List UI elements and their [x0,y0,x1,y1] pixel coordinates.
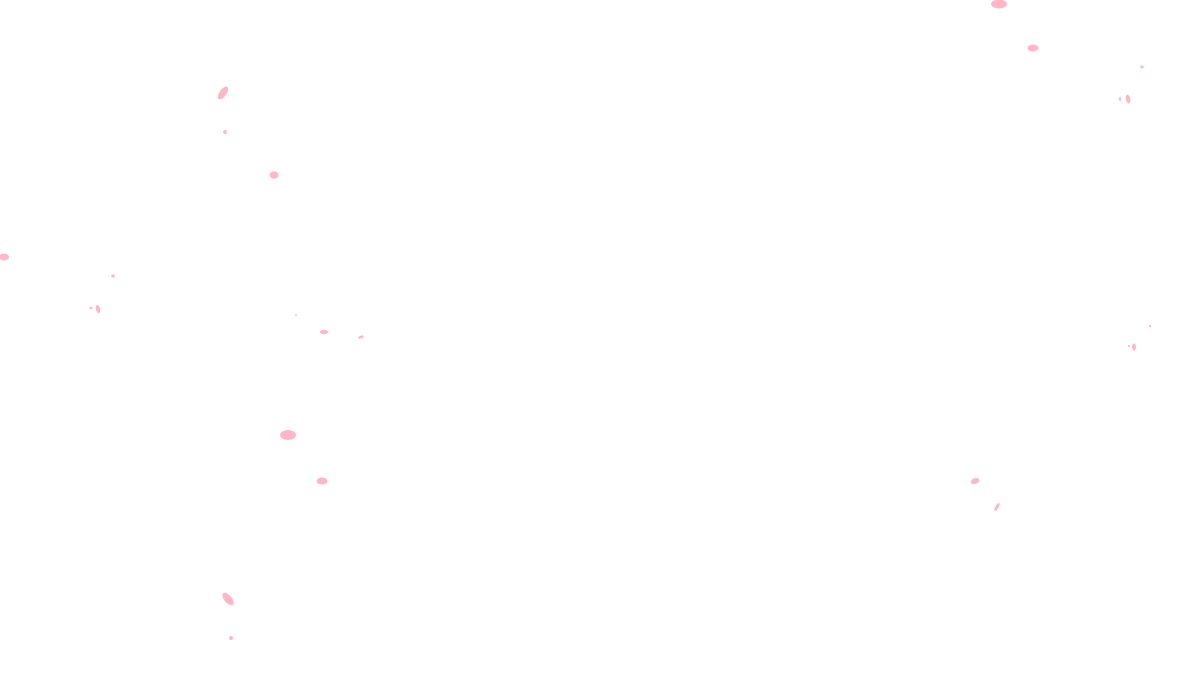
cherry-blossom-petal-icon [316,477,328,485]
cherry-blossom-petal-icon [1027,44,1039,52]
cherry-blossom-petal-icon [1148,324,1152,328]
cherry-blossom-petal-icon [222,592,234,606]
cherry-blossom-petal-icon [970,477,980,485]
cherry-blossom-petal-icon [295,314,297,316]
cherry-blossom-petal-icon [991,0,1007,9]
cherry-blossom-petal-icon [1132,343,1136,351]
cherry-blossom-petal-icon [89,306,93,310]
cherry-blossom-petal-icon [217,86,229,100]
cherry-blossom-petal-icon [320,329,328,335]
cherry-blossom-petal-icon [358,335,364,339]
cherry-blossom-petal-icon [280,430,296,440]
cherry-blossom-petal-icon [1140,65,1144,69]
cherry-blossom-petal-icon [223,130,227,134]
cherry-blossom-petal-icon [269,171,279,179]
cherry-blossom-petal-icon [1125,94,1131,104]
cherry-blossom-petal-icon [111,274,115,278]
cherry-blossom-petal-icon [0,253,9,261]
cherry-blossom-petal-icon [1127,344,1131,348]
cherry-blossom-petal-icon [95,304,101,314]
cherry-blossom-petal-icon [994,503,1000,511]
cherry-blossom-petal-icon [1118,97,1122,101]
cherry-blossom-petal-icon [229,636,233,640]
